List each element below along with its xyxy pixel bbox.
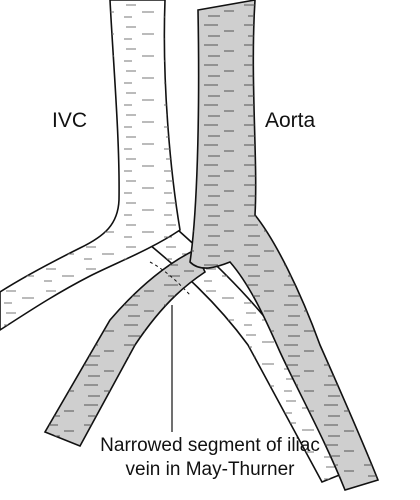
ivc-texture — [0, 0, 180, 330]
ivc-label: IVC — [52, 109, 88, 132]
aorta-label: Aorta — [265, 109, 316, 132]
aorta-texture — [190, 0, 378, 490]
caption-line-1: Narrowed segment of iliac — [100, 435, 320, 456]
caption-line-2: vein in May-Thurner — [125, 459, 295, 480]
left-iliac-vein-texture — [150, 230, 352, 482]
narrowed-segment-outline — [149, 261, 191, 296]
narrowed-segment-caption: Narrowed segment of iliac vein in May-Th… — [0, 434, 420, 482]
right-iliac-artery-texture — [45, 250, 205, 446]
